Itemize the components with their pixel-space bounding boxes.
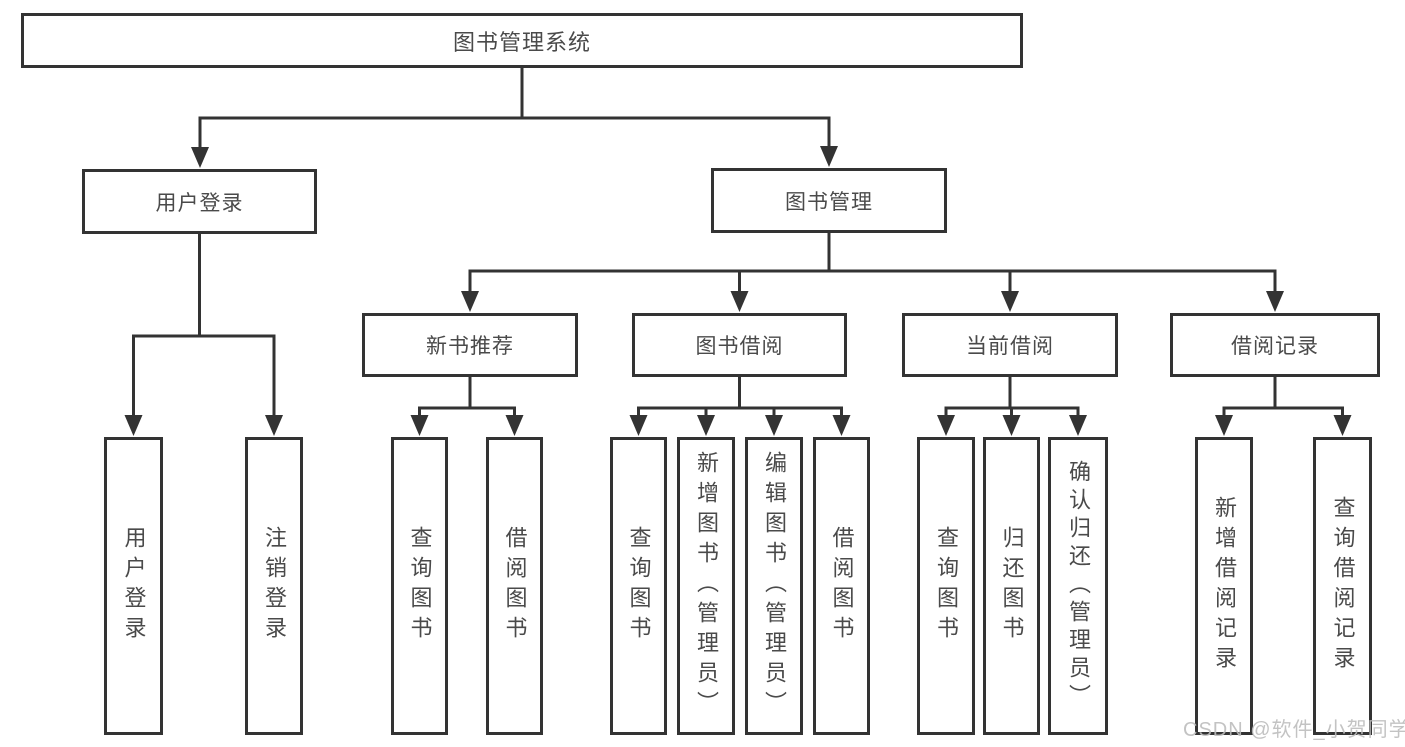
node-new-book-recommend: 新书推荐 — [362, 313, 578, 377]
leaf-br-search-record: 查询借阅记录 — [1313, 437, 1372, 735]
leaf-bb-edit-book-admin: 编辑图书（管理员） — [745, 437, 803, 735]
node-library-system: 图书管理系统 — [21, 13, 1023, 68]
csdn-watermark: CSDN @软件_小贺同学 — [1183, 719, 1405, 741]
leaf-bb-borrow-book: 借阅图书 — [813, 437, 870, 735]
node-user-login: 用户登录 — [82, 169, 317, 234]
leaf-br-add-record: 新增借阅记录 — [1195, 437, 1253, 735]
leaf-bb-search-book: 查询图书 — [610, 437, 667, 735]
leaf-logout-login: 注销登录 — [245, 437, 303, 735]
leaf-user-login: 用户登录 — [104, 437, 163, 735]
leaf-nb-search-book: 查询图书 — [391, 437, 448, 735]
node-borrow-records: 借阅记录 — [1170, 313, 1380, 377]
connector-segments — [132, 68, 1344, 418]
node-book-borrow: 图书借阅 — [632, 313, 847, 377]
leaf-bb-add-book-admin: 新增图书（管理员） — [677, 437, 735, 735]
leaf-cb-search-book: 查询图书 — [917, 437, 975, 735]
leaf-cb-confirm-return-admin: 确认归还（管理员） — [1048, 437, 1108, 735]
arrowheads — [124, 146, 1352, 436]
node-book-management: 图书管理 — [711, 168, 947, 233]
node-current-borrow: 当前借阅 — [902, 313, 1118, 377]
leaf-cb-return-book: 归还图书 — [983, 437, 1040, 735]
leaf-nb-borrow-book: 借阅图书 — [486, 437, 543, 735]
